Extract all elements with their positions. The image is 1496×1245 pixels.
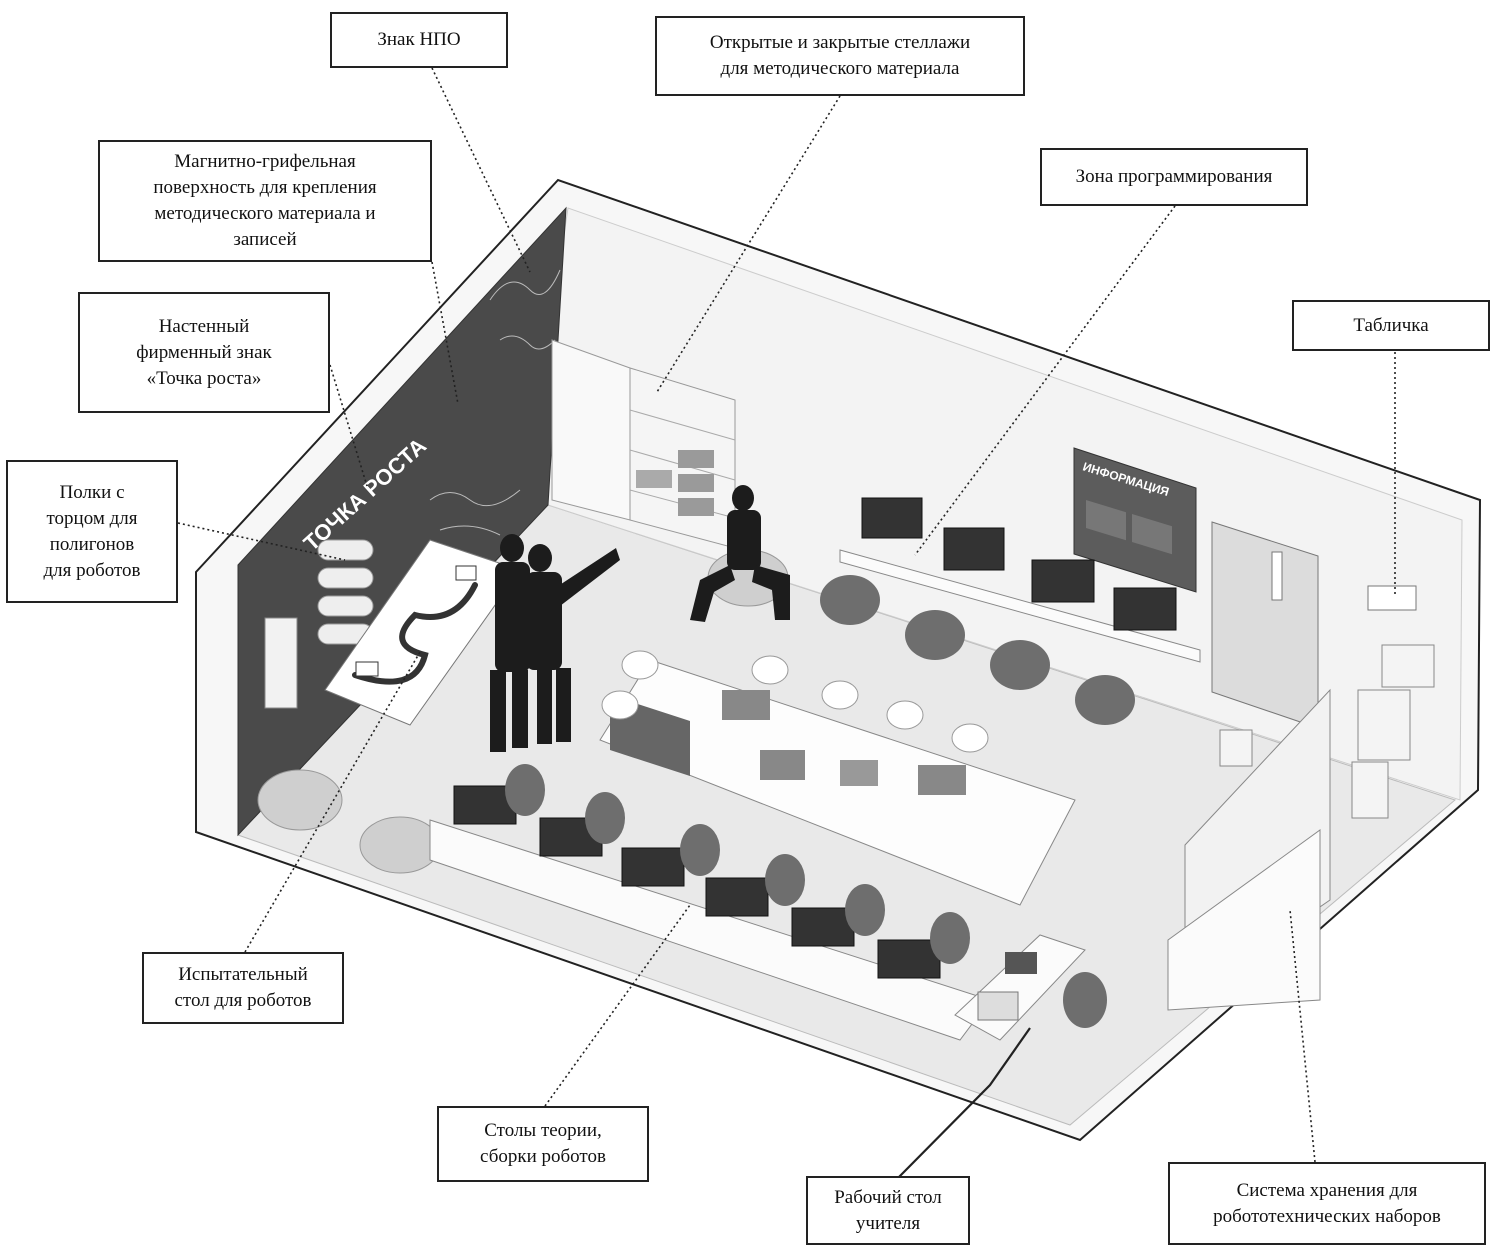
label-robot-test-table: Испытательный стол для роботов (142, 952, 344, 1024)
door-window (1271, 551, 1283, 601)
label-teacher-desk: Рабочий стол учителя (806, 1176, 970, 1245)
label-programming-zone: Зона программирования (1040, 148, 1308, 206)
right-corner-furniture (1219, 644, 1435, 819)
label-wall-brand-sign: Настенный фирменный знак «Точка роста» (78, 292, 330, 413)
programming-monitors (861, 497, 1177, 631)
door (1211, 521, 1319, 729)
wall-poster (264, 617, 298, 709)
magnetic-slate-wall (237, 206, 567, 837)
storage-panel (1167, 688, 1331, 1011)
label-npo-sign: Знак НПО (330, 12, 508, 68)
leader-lines (177, 67, 1396, 1179)
people-silhouettes (490, 485, 790, 752)
label-shelves-open-closed: Открытые и закрытые стеллажи для методич… (655, 16, 1025, 96)
central-table (599, 659, 1076, 906)
programming-desk (839, 549, 1201, 663)
label-robotics-storage: Система хранения для робототехнических н… (1168, 1162, 1486, 1245)
front-chairs (505, 764, 970, 964)
front-monitors (453, 785, 941, 979)
info-board: ИНФОРМАЦИЯ (1073, 447, 1197, 593)
robot-test-table (324, 539, 521, 726)
plaque-shape (1367, 585, 1417, 611)
label-theory-assembly-tables: Столы теории, сборки роботов (437, 1106, 649, 1182)
programming-chairs (820, 575, 1135, 725)
teacher-desk-shape (954, 934, 1107, 1041)
label-plaque: Табличка (1292, 300, 1490, 351)
chalk-notes (429, 269, 561, 536)
central-chairs (601, 650, 989, 753)
label-robot-polygon-shelves: Полки с торцом для полигонов для роботов (6, 460, 178, 603)
bean-bags (257, 549, 789, 874)
polygon-shelves (317, 539, 374, 645)
label-magnetic-surface: Магнитно-грифельная поверхность для креп… (98, 140, 432, 262)
shelving-units (551, 339, 736, 549)
